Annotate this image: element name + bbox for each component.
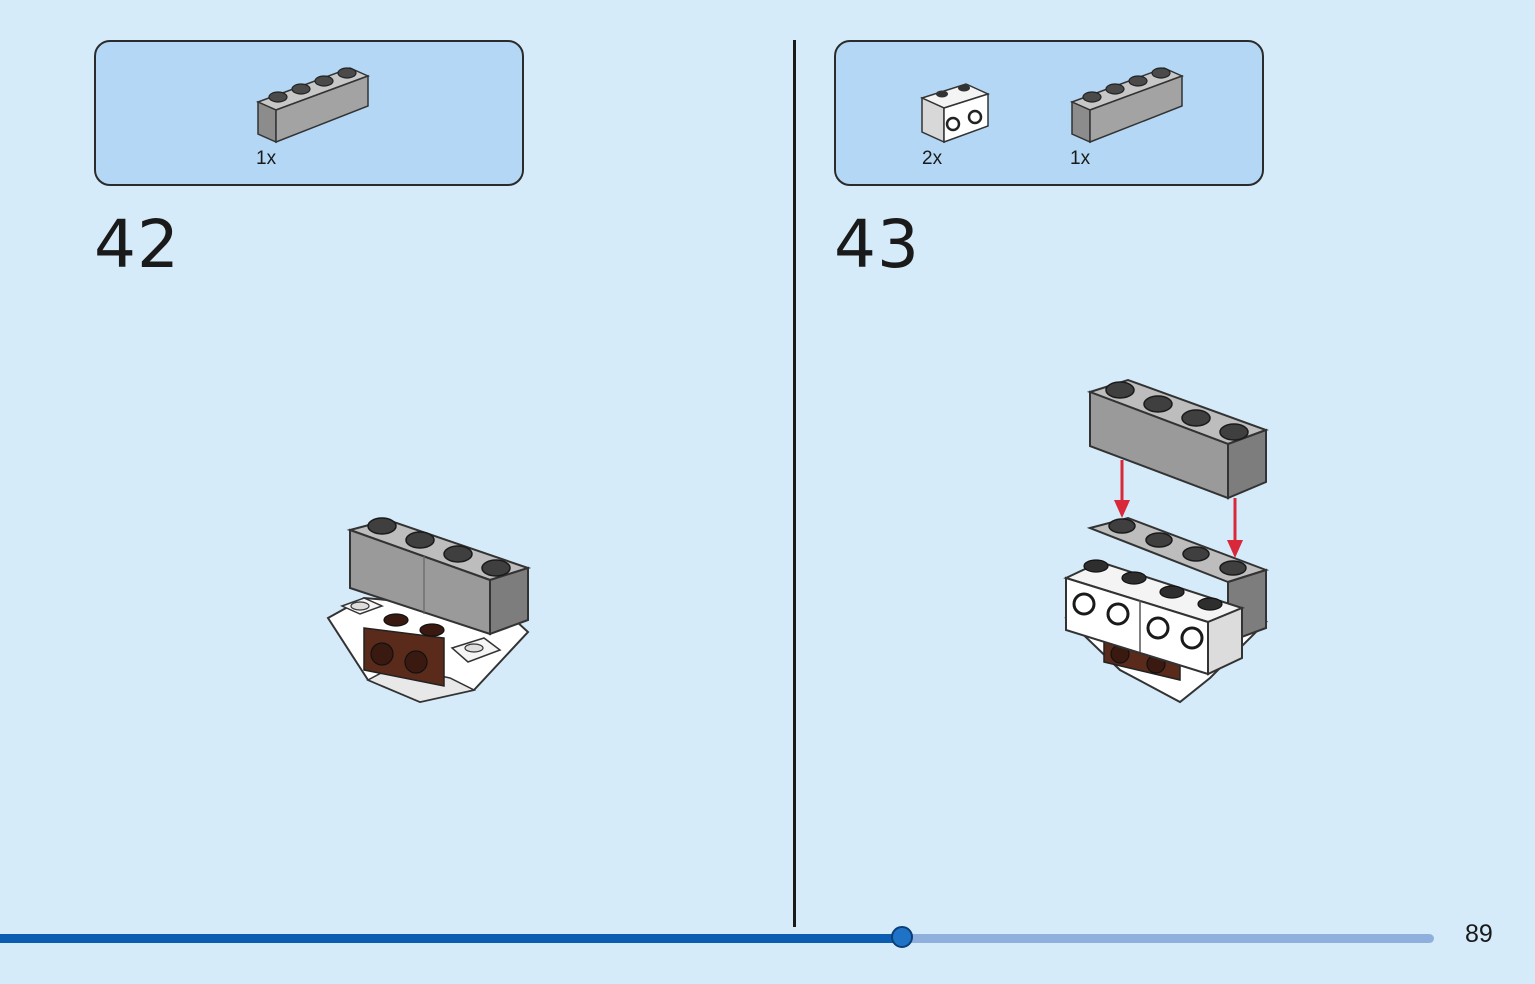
parts-callout-step-42: 1x <box>94 40 524 186</box>
progress-fill <box>0 934 902 943</box>
step-42-model-illustration <box>326 517 532 704</box>
page-number: 89 <box>1465 920 1493 948</box>
part-quantity: 1x <box>1070 148 1091 169</box>
parts-callout-step-43: 2x 1x <box>834 40 1264 186</box>
white-1x2-side-stud-brick-icon <box>920 83 990 144</box>
step-number: 43 <box>834 206 920 283</box>
part-quantity: 1x <box>256 148 277 169</box>
progress-knob <box>891 926 913 948</box>
step-43-model-illustration <box>1063 378 1270 704</box>
page-divider <box>793 40 796 927</box>
step-number: 42 <box>94 206 180 283</box>
gray-1x4-brick-icon <box>1070 67 1184 144</box>
gray-1x4-brick-icon <box>256 67 370 144</box>
part-quantity: 2x <box>922 148 943 169</box>
